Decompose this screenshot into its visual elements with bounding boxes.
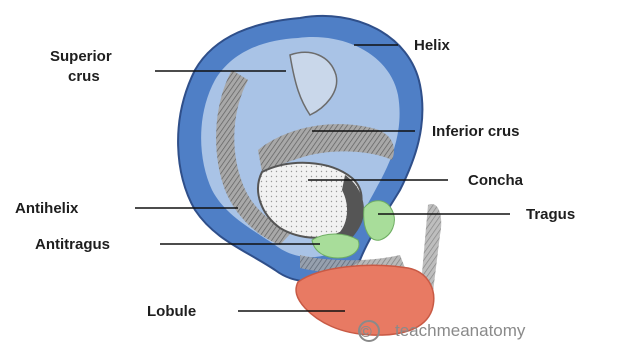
copyright-symbol: © <box>360 324 372 341</box>
label-superior-crus-line1: Superior <box>50 48 112 65</box>
label-inferior-crus: Inferior crus <box>432 123 520 140</box>
ear-illustration <box>178 16 441 335</box>
tragus-shape <box>364 201 395 240</box>
label-tragus: Tragus <box>526 206 575 223</box>
label-lobule: Lobule <box>147 303 196 320</box>
watermark-text: teachmeanatomy <box>395 321 526 340</box>
label-antitragus: Antitragus <box>35 236 110 253</box>
label-superior-crus-line2: crus <box>68 68 100 85</box>
label-concha: Concha <box>468 172 524 189</box>
label-antihelix: Antihelix <box>15 200 79 217</box>
label-helix: Helix <box>414 37 451 54</box>
